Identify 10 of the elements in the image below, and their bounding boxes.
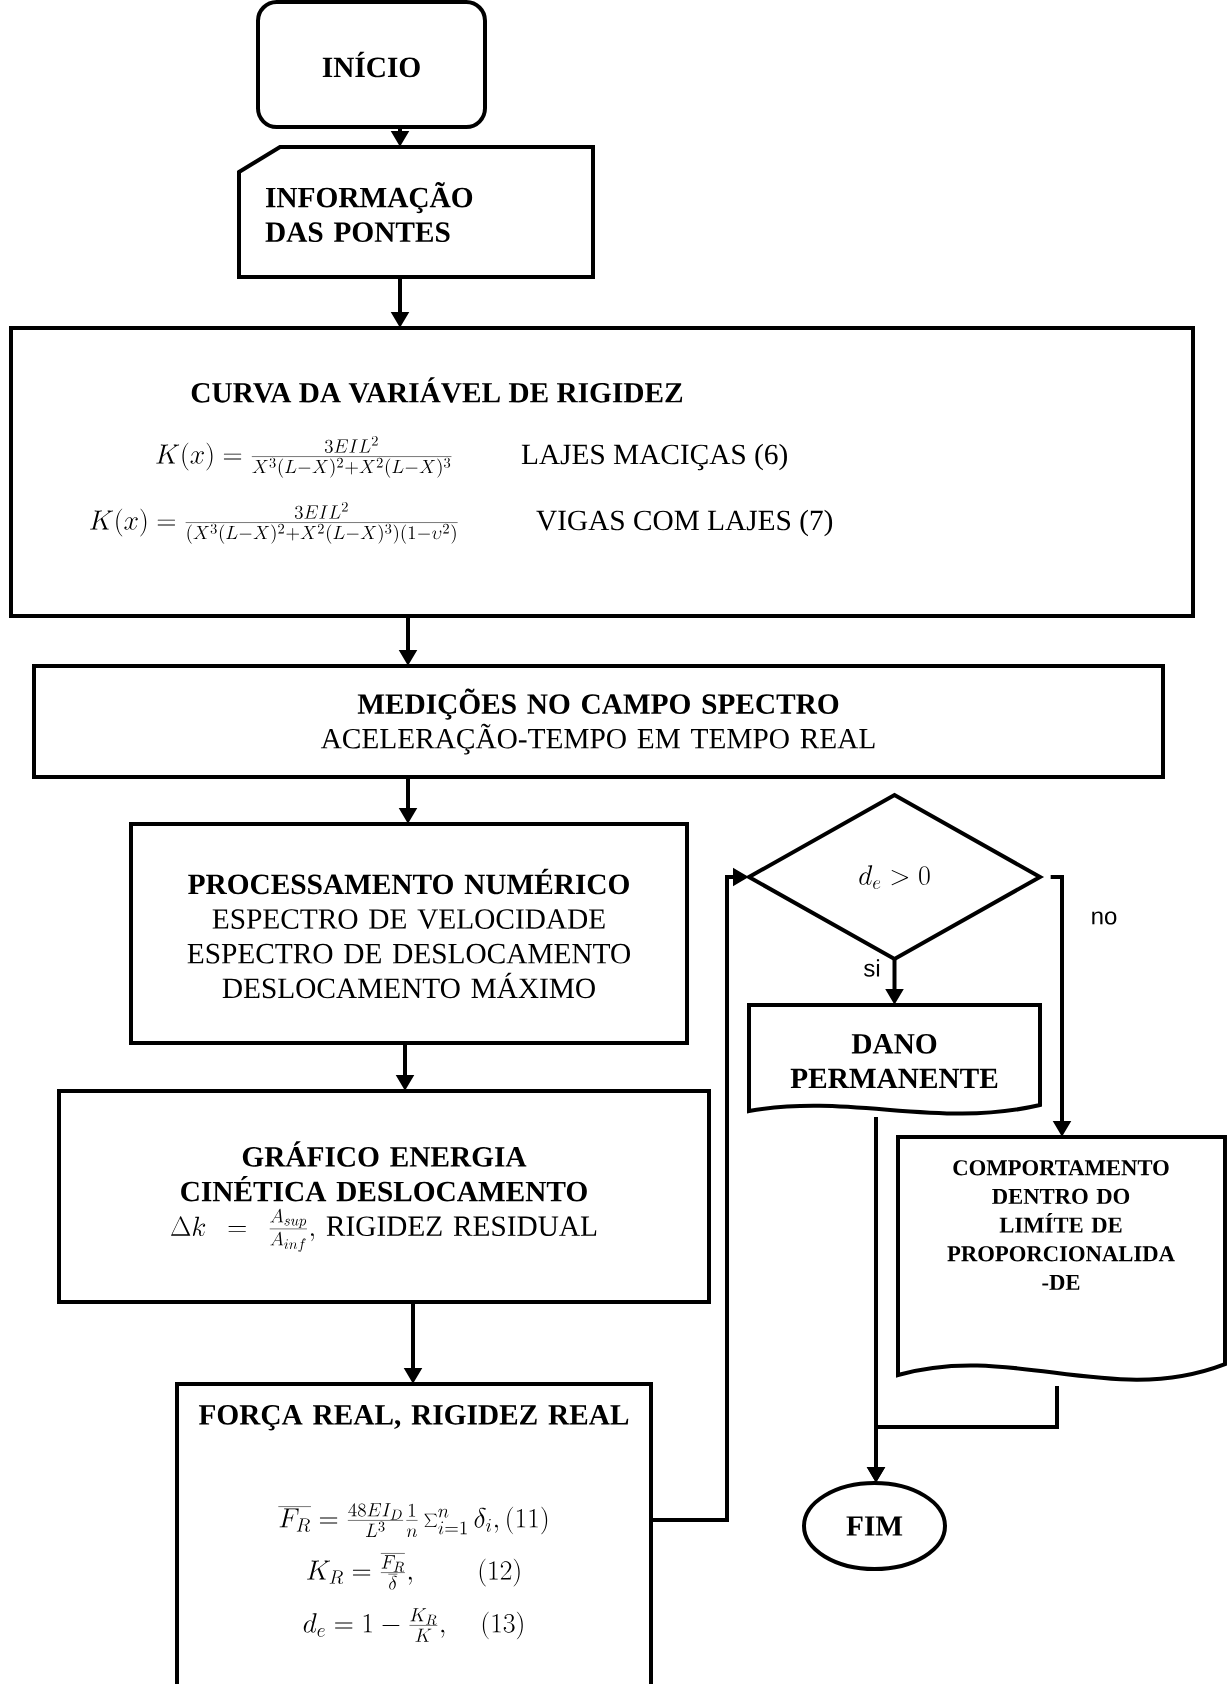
end-terminal: FIM bbox=[802, 1481, 947, 1571]
process-box: MEDIÇÕES NO CAMPO SPECTRO ACELERAÇÃO-TEMPO EM TEMPO REAL bbox=[32, 664, 1165, 779]
start-terminal: INÍCIO bbox=[256, 0, 487, 129]
process-box: CURVA DA VARIÁVEL DE RIGIDEZ $K(x) = \frac{3EIL^2}{X^3(L-X)^2+X^2(L-X)^3}$ LAJES MACIÇAS (6) $K(x) = \frac{3EIL^2}{(X^3(L-X)^2+X^2(L-X)^3)(1-\upsilon^2)}$ VIGAS COM LAJES (7) bbox=[9, 326, 1195, 618]
process-box: PROCESSAMENTO NUMÉRICO ESPECTRO DE VELOCIDADE ESPECTRO DE DESLOCAMENTO DESLOCAMENTO MÁXIMO bbox=[129, 822, 689, 1045]
process-box: FORÇA REAL, RIGIDEZ REAL $\overline{F_R} = \frac{48EI_D}{L^3}\frac{1}{n}\sum_{i=1}^{n}\delta_i, (11)$ $K_R = \frac{\overline{F_R}}{\overline{\delta}}, \qquad (12)$ $d_e = 1 - \frac{K_R}{K}, \quad (13)$ bbox=[175, 1382, 653, 1684]
process-box: GRÁFICO ENERGIA CINÉTICA DESLOCAMENTO $\Delta k = \frac{A_{sup}}{A_{inf}},$ RIGIDEZ RESIDUAL bbox=[57, 1089, 711, 1304]
edge-label: no bbox=[1092, 911, 1117, 925]
input-box: INFORMAÇÃO DAS PONTES bbox=[237, 145, 595, 279]
edge-label: si bbox=[864, 959, 880, 977]
